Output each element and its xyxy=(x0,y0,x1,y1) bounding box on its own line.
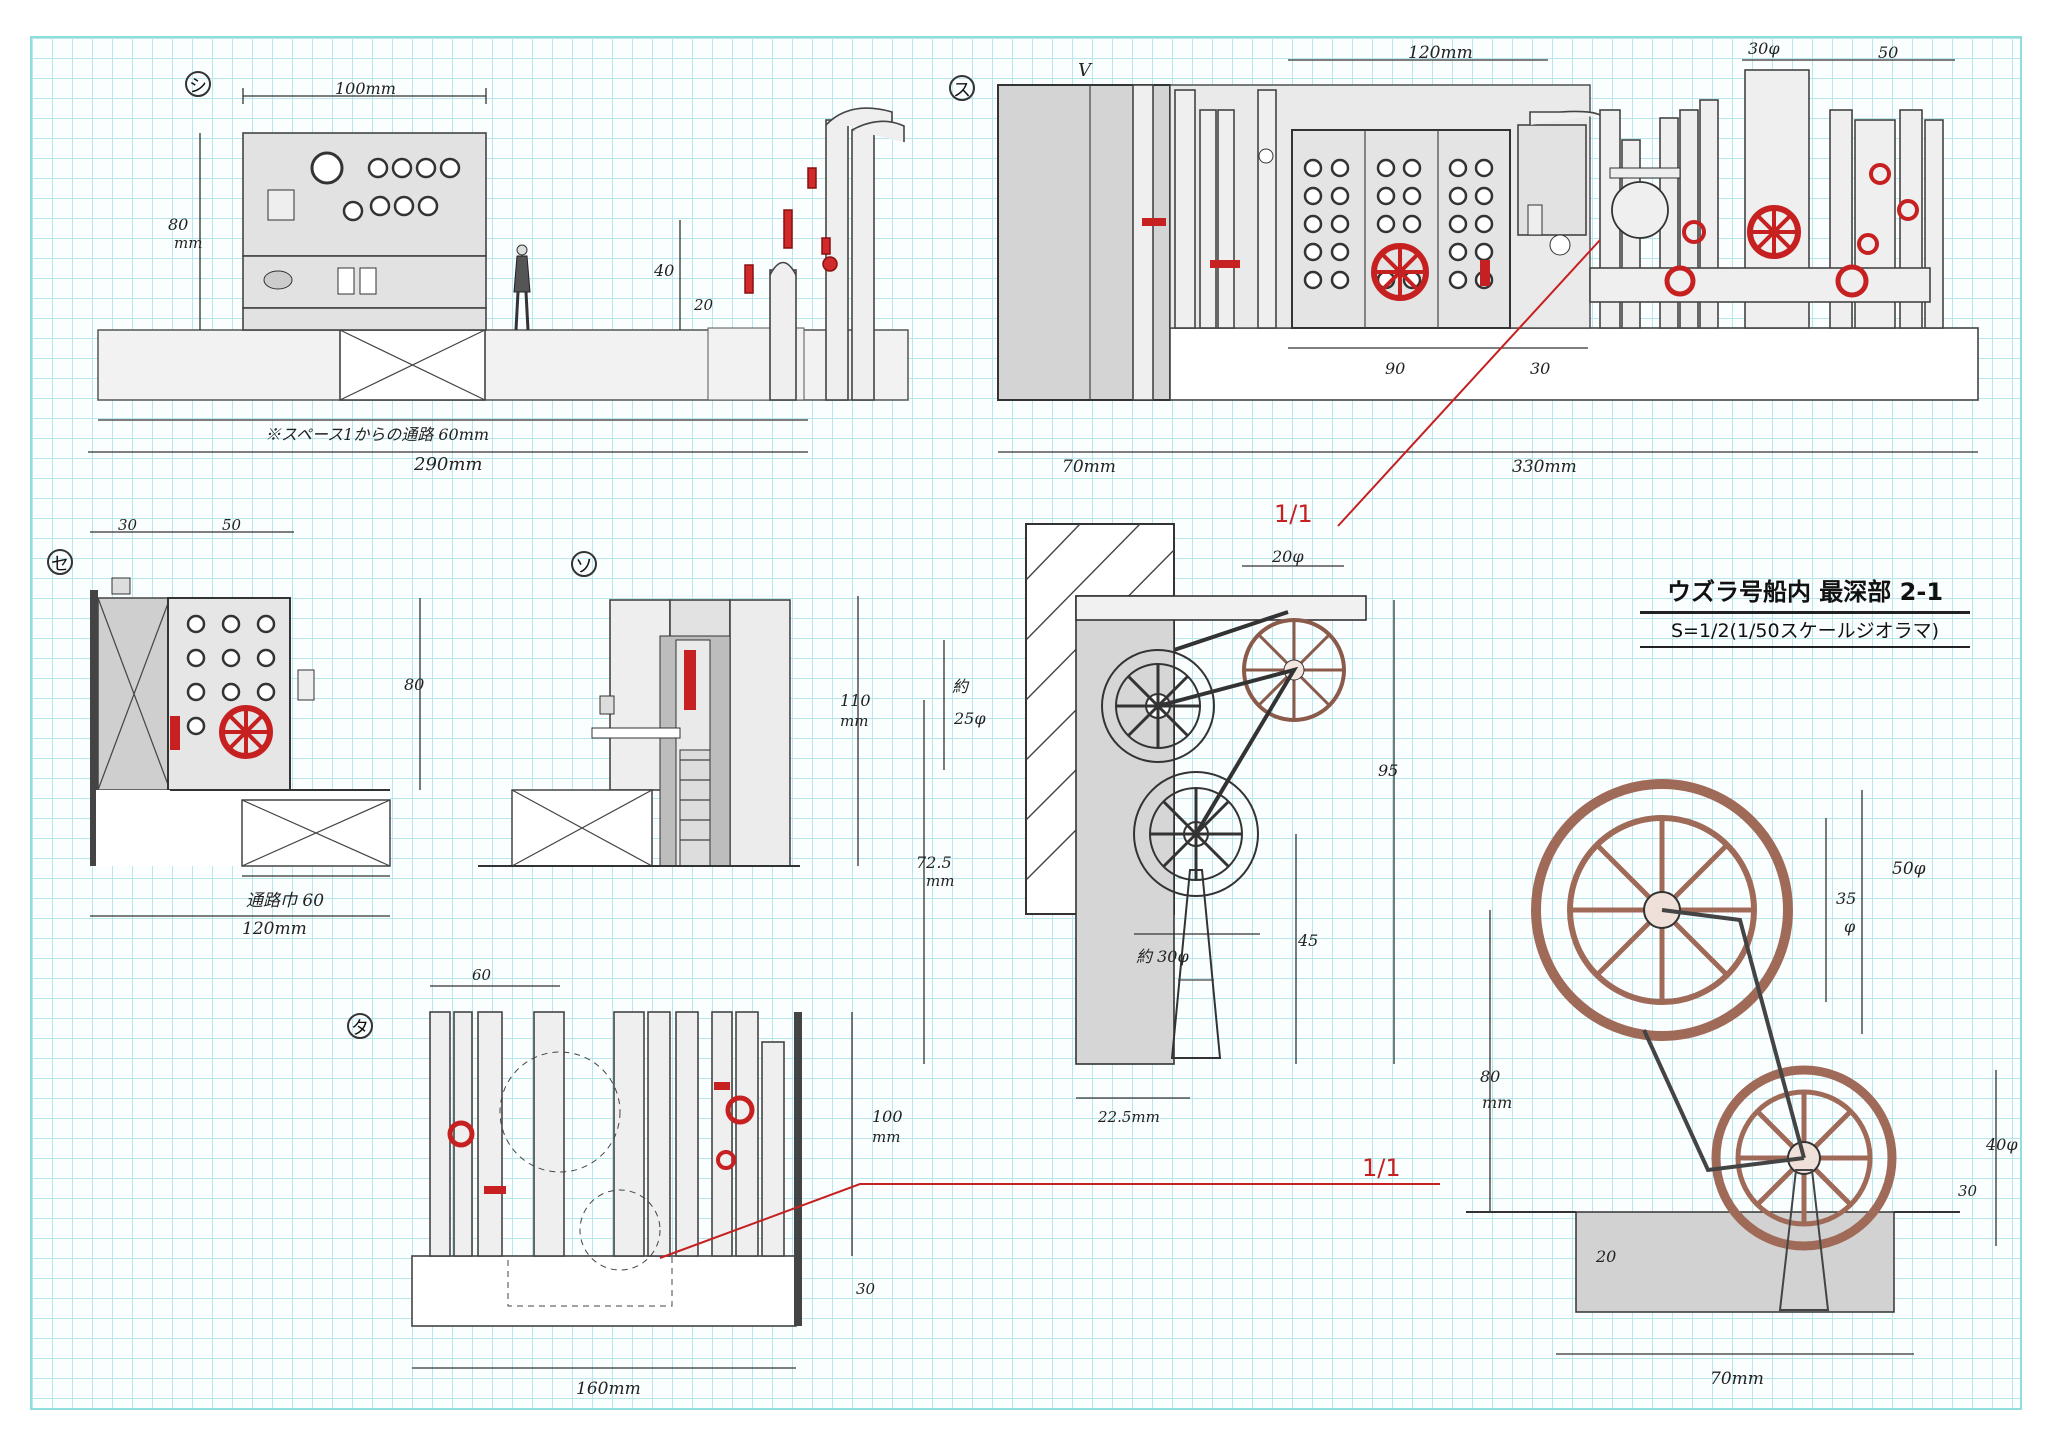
view-shi: シ xyxy=(97,71,909,401)
view-su: ス V xyxy=(949,60,1979,401)
view-su-dimensions: 120mm 30φ 50 90 30 70mm 330mm xyxy=(998,39,1978,477)
wheel-detail-20: 20 xyxy=(1595,1247,1616,1266)
view-su-dim-30: 30 xyxy=(1530,359,1550,378)
wheel-detail-40phi: 40φ xyxy=(1985,1135,2018,1154)
view-shi-dim-40: 40 xyxy=(653,261,674,280)
view-se-passage: 通路巾 60 xyxy=(246,891,324,911)
wheel-detail xyxy=(1466,779,1960,1313)
wheel-detail-80-unit: mm xyxy=(1482,1093,1512,1112)
gear-detail-45: 45 xyxy=(1297,931,1318,950)
gear-detail-20phi: 20φ xyxy=(1271,547,1304,566)
view-shi-width-100: 100mm xyxy=(335,79,396,98)
view-so-marker: ソ xyxy=(575,556,593,577)
view-shi-dimensions: 100mm 80 mm 40 20 ※スペース1からの通路 60mm 290mm xyxy=(88,79,808,475)
gear-detail-dimensions: 1/1 20φ 約 25φ 95 72.5 mm 45 約 30φ 22.5mm xyxy=(916,500,1398,1126)
view-ta-dim-60: 60 xyxy=(472,966,492,984)
gear-detail-72-5: 72.5 xyxy=(916,853,952,872)
wheel-detail-50phi: 50φ xyxy=(1892,859,1926,879)
view-ta-dim-30: 30 xyxy=(856,1280,876,1298)
view-so: ソ xyxy=(478,551,800,867)
view-so-dimensions: 110 mm xyxy=(840,596,871,866)
view-su-width-120: 120mm xyxy=(1408,43,1473,63)
gear-detail-22-5: 22.5mm xyxy=(1097,1108,1160,1126)
wheel-detail-70: 70mm xyxy=(1710,1369,1764,1389)
view-se-dimensions: 30 50 80 通路巾 60 120mm xyxy=(90,516,424,939)
view-ta-dimensions: 60 100 mm 30 160mm xyxy=(412,966,903,1399)
drawing-title: ウズラ号船内 最深部 2-1 xyxy=(1640,572,1970,614)
red-valve-wheel xyxy=(1371,243,1429,301)
view-su-v-label: V xyxy=(1078,60,1093,81)
view-ta-height-100: 100 xyxy=(872,1107,903,1126)
view-su-dim-90: 90 xyxy=(1385,359,1405,378)
view-se-dim-50: 50 xyxy=(222,516,242,534)
view-su-marker: ス xyxy=(953,80,971,101)
gear-detail-25phi: 25φ xyxy=(953,709,986,728)
gear-detail-mm: mm xyxy=(926,872,954,890)
view-ta-height-100-unit: mm xyxy=(872,1128,900,1146)
view-shi-total-290: 290mm xyxy=(413,454,483,475)
view-shi-dim-20: 20 xyxy=(693,296,714,314)
drawing-subtitle: S=1/2(1/50スケールジオラマ) xyxy=(1640,616,1970,648)
view-se: セ xyxy=(47,549,391,867)
gear-detail-about: 約 xyxy=(952,677,970,696)
view-so-height-110: 110 xyxy=(840,691,871,710)
view-so-height-110-unit: mm xyxy=(840,712,868,730)
wheel-detail-80: 80 xyxy=(1480,1067,1500,1086)
wheel-detail-30: 30 xyxy=(1958,1182,1978,1200)
gear-detail-scale: 1/1 xyxy=(1274,500,1313,528)
view-shi-height-80: 80 xyxy=(168,215,188,234)
view-ta-width-160: 160mm xyxy=(576,1379,641,1399)
valve-wheels-right xyxy=(1142,163,1919,298)
view-su-width-70: 70mm xyxy=(1062,457,1116,477)
wheel-detail-scale: 1/1 xyxy=(1362,1154,1401,1182)
gear-detail-about-30phi: 約 30φ xyxy=(1136,947,1189,966)
wheel-detail-dimensions: 1/1 50φ 35 φ 80 mm 40φ 30 20 70mm xyxy=(1362,790,2018,1389)
view-se-height-80: 80 xyxy=(404,675,424,694)
view-ta: タ xyxy=(347,1011,802,1327)
wheel-detail-phi: φ xyxy=(1844,917,1856,936)
view-su-dim-50: 50 xyxy=(1878,43,1898,62)
gear-detail xyxy=(1025,523,1367,1065)
view-su-dim-30phi: 30φ xyxy=(1748,39,1780,58)
view-shi-passage-note: ※スペース1からの通路 60mm xyxy=(265,425,489,444)
gear-detail-95: 95 xyxy=(1378,761,1398,780)
view-se-dim-30: 30 xyxy=(118,516,138,534)
leader-lines xyxy=(659,239,1601,1259)
view-se-marker: セ xyxy=(51,554,69,575)
view-su-width-330: 330mm xyxy=(1512,457,1577,477)
view-se-width-120: 120mm xyxy=(242,919,307,939)
human-figure xyxy=(513,244,531,331)
view-ta-marker: タ xyxy=(351,1018,369,1039)
view-shi-height-80-unit: mm xyxy=(174,234,202,252)
view-shi-marker: シ xyxy=(189,76,207,97)
wheel-detail-35: 35 xyxy=(1836,889,1856,908)
